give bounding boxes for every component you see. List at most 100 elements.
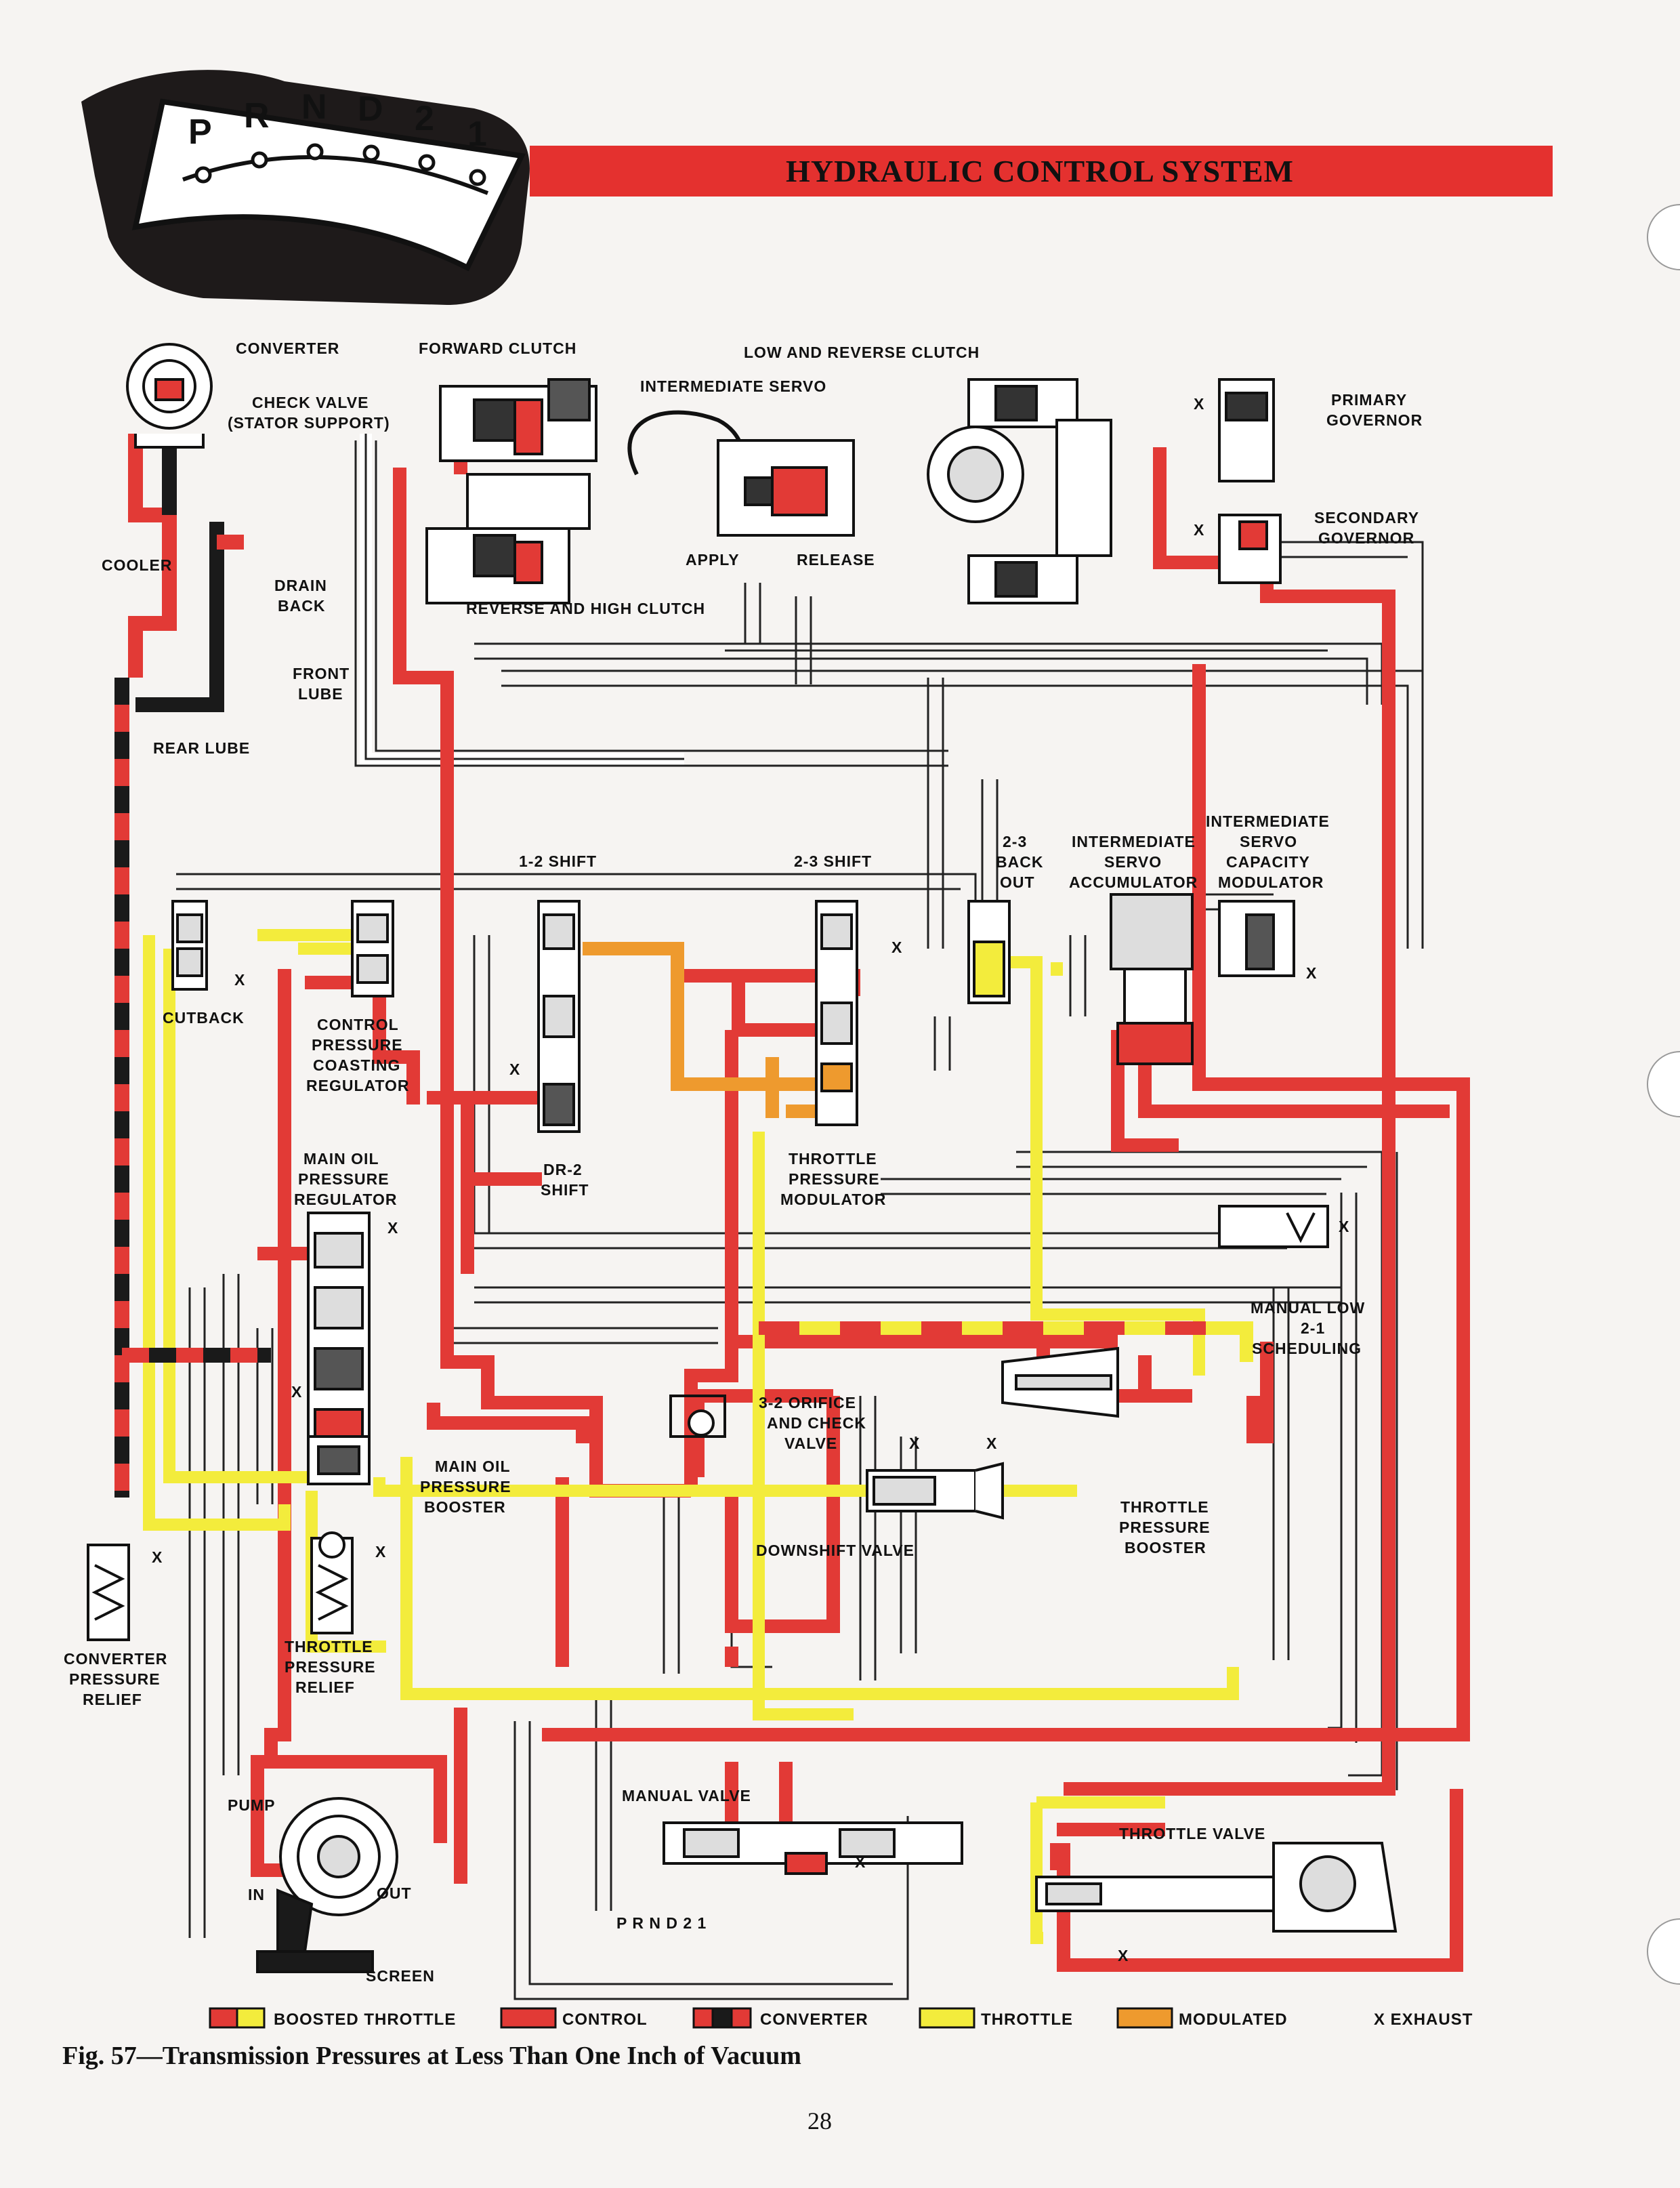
label-orifice-3: VALVE	[784, 1434, 837, 1452]
throttle-pressure-relief-valve	[310, 1531, 354, 1634]
label-cpcr-1: CONTROL	[317, 1016, 399, 1033]
label-tpb-2: PRESSURE	[1119, 1519, 1211, 1536]
label-mopb-1: MAIN OIL	[435, 1458, 511, 1475]
components	[87, 343, 1398, 1973]
exhaust-mark-mopr: X	[387, 1219, 398, 1237]
label-backout-1: 2-3	[1003, 833, 1027, 850]
label-mopr-1: MAIN OIL	[303, 1150, 379, 1168]
label-low-reverse-clutch: LOW AND REVERSE CLUTCH	[744, 344, 980, 361]
label-out: OUT	[377, 1884, 412, 1902]
selector-letter-1: 1	[467, 115, 487, 154]
label-dr2-1: DR-2	[543, 1161, 583, 1178]
label-drain-back-2: BACK	[278, 597, 325, 615]
label-cooler: COOLER	[102, 556, 172, 574]
converter-pressure-relief-valve	[87, 1544, 130, 1641]
exhaust-mark-cutback: X	[234, 971, 245, 989]
label-orifice-1: 3-2 ORIFICE	[759, 1394, 856, 1411]
shift-valve-23	[815, 900, 858, 1126]
label-int-servo-cap-1: INTERMEDIATE	[1206, 812, 1330, 830]
selector-letter-n: N	[301, 87, 327, 127]
legend-label-throttle: THROTTLE	[981, 2010, 1073, 2029]
label-secondary-governor-1: SECONDARY	[1314, 509, 1419, 527]
exhaust-mark-secondary: X	[1194, 521, 1204, 539]
label-drain-back-1: DRAIN	[274, 577, 327, 594]
label-int-servo-cap-4: MODULATOR	[1218, 873, 1324, 891]
label-tpr-1: THROTTLE	[285, 1638, 373, 1655]
selector-letter-d: D	[358, 89, 383, 129]
exhaust-mark-capacity: X	[1306, 964, 1317, 982]
label-downshift-valve: DOWNSHIFT VALVE	[756, 1542, 915, 1559]
label-front-lube-2: LUBE	[298, 685, 343, 703]
label-mopr-2: PRESSURE	[298, 1170, 390, 1188]
legend-swatch-throttle	[919, 2007, 975, 2029]
backout-valve-23	[967, 900, 1011, 1004]
legend-item-modulated: MODULATED	[1116, 2007, 1288, 2029]
exhaust-mark-downshift-1: X	[909, 1434, 920, 1452]
label-pump: PUMP	[228, 1796, 275, 1814]
label-rear-lube: REAR LUBE	[153, 739, 250, 757]
throttle-valve-body	[1035, 1842, 1398, 1933]
label-cpr-2: PRESSURE	[69, 1670, 161, 1688]
exhaust-mark-manual-low: X	[1339, 1218, 1349, 1235]
label-manual-low-1: MANUAL LOW	[1251, 1299, 1365, 1317]
downshift-valve-body	[866, 1462, 1004, 1520]
legend-label-modulated: MODULATED	[1179, 2010, 1288, 2029]
converter-assembly	[126, 343, 213, 449]
legend-label-converter: CONVERTER	[760, 2010, 868, 2029]
label-tpr-3: RELIEF	[295, 1678, 355, 1696]
label-cpr-3: RELIEF	[83, 1691, 142, 1708]
selector-arc	[182, 154, 489, 195]
exhaust-mark-tpr: X	[375, 1543, 386, 1561]
selector-dial	[131, 98, 526, 272]
label-forward-clutch: FORWARD CLUTCH	[419, 339, 576, 357]
label-release: RELEASE	[797, 551, 875, 569]
legend-exhaust: X EXHAUST	[1374, 2010, 1473, 2029]
label-primary-governor-2: GOVERNOR	[1326, 411, 1423, 429]
label-throttle-valve: THROTTLE VALVE	[1119, 1825, 1265, 1842]
exhaust-mark-23: X	[891, 938, 902, 956]
label-int-servo-acc-3: ACCUMULATOR	[1069, 873, 1198, 891]
shift-valve-12	[537, 900, 581, 1133]
label-reverse-high-clutch: REVERSE AND HIGH CLUTCH	[466, 600, 705, 617]
label-manual-low-3: SCHEDULING	[1252, 1340, 1362, 1357]
legend-item-converter: CONVERTER	[692, 2007, 868, 2029]
labels: CONVERTER FORWARD CLUTCH LOW AND REVERSE…	[64, 339, 1423, 1985]
label-cpcr-2: PRESSURE	[312, 1036, 403, 1054]
legend-label-control: CONTROL	[562, 2010, 648, 2029]
intermediate-servo-assembly	[627, 410, 855, 537]
title-banner	[530, 146, 1553, 197]
label-primary-governor-1: PRIMARY	[1331, 391, 1407, 409]
label-screen: SCREEN	[366, 1967, 435, 1985]
label-shift-23: 2-3 SHIFT	[794, 852, 872, 870]
label-mopr-3: REGULATOR	[294, 1191, 398, 1208]
label-int-servo-cap-3: CAPACITY	[1226, 853, 1310, 871]
label-tpm-2: PRESSURE	[789, 1170, 880, 1188]
control-pressure-lines	[251, 400, 1470, 1972]
legend-label-boosted-throttle: BOOSTED THROTTLE	[274, 2010, 456, 2029]
legend-item-control: CONTROL	[500, 2007, 648, 2029]
label-cpcr-3: COASTING	[313, 1056, 400, 1074]
label-shift-12: 1-2 SHIFT	[519, 852, 597, 870]
label-apply: APPLY	[686, 551, 740, 569]
selector-letter-p: P	[188, 112, 212, 152]
legend-swatch-boosted-throttle	[209, 2007, 238, 2029]
label-intermediate-servo: INTERMEDIATE SERVO	[640, 377, 826, 395]
label-backout-3: OUT	[1000, 873, 1035, 891]
label-tpm-1: THROTTLE	[789, 1150, 877, 1168]
exhaust-mark-cpr: X	[152, 1548, 163, 1566]
label-cpr-1: CONVERTER	[64, 1650, 167, 1668]
forward-clutch-assembly	[425, 378, 597, 604]
legend: BOOSTED THROTTLE CONTROL CONVERTER THROT…	[209, 2007, 1473, 2029]
label-orifice-2: AND CHECK	[767, 1414, 866, 1432]
label-manual-low-2: 2-1	[1301, 1319, 1325, 1337]
label-int-servo-acc-2: SERVO	[1104, 853, 1162, 871]
selector-dots	[194, 143, 486, 186]
manual-low-scheduling-valve	[1218, 1205, 1329, 1248]
low-reverse-clutch-assembly	[927, 378, 1112, 604]
page-title: HYDRAULIC CONTROL SYSTEM	[786, 154, 1294, 188]
neutral-passages	[360, 434, 684, 765]
legend-swatch-control	[500, 2007, 557, 2029]
cutback-valve	[171, 900, 208, 991]
label-front-lube-1: FRONT	[293, 665, 350, 682]
